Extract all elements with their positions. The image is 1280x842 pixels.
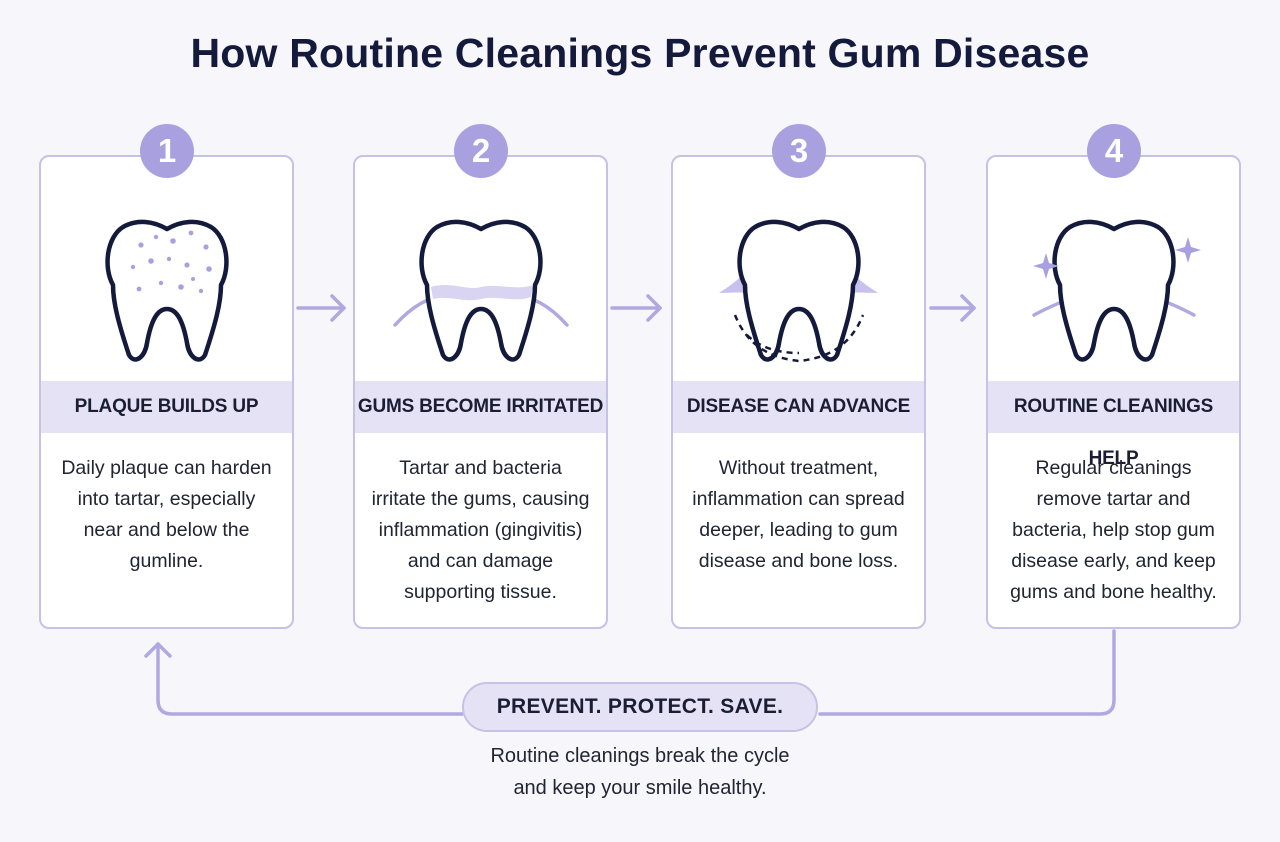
step-4-description: Regular cleanings remove tartar and bact…	[1010, 457, 1217, 603]
step-card-3: DISEASE CAN ADVANCE Without treatment, i…	[671, 155, 926, 629]
step-1-description: Daily plaque can harden into tartar, esp…	[61, 457, 272, 572]
step-1-badge: 1	[140, 124, 194, 178]
step-2-heading: GUMS BECOME IRRITATED	[355, 381, 606, 433]
sparkle-icon	[1175, 237, 1201, 263]
step-2-badge: 2	[454, 124, 508, 178]
step-3-description: Without treatment, inflammation can spre…	[692, 457, 905, 572]
step-card-4: ROUTINE CLEANINGS HELP Regular cleanings…	[986, 155, 1241, 629]
step-3-badge: 3	[772, 124, 826, 178]
arrow-right-icon	[296, 294, 346, 322]
step-card-1: PLAQUE BUILDS UP Daily plaque can harden…	[39, 155, 294, 629]
sparkle-icon	[1033, 253, 1059, 279]
step-1-heading: PLAQUE BUILDS UP	[41, 381, 292, 433]
step-card-2: GUMS BECOME IRRITATED Tartar and bacteri…	[353, 155, 608, 629]
step-3-heading: DISEASE CAN ADVANCE	[673, 381, 924, 433]
step-4-badge: 4	[1087, 124, 1141, 178]
tooth-with-plaque-icon	[105, 219, 229, 362]
cycle-caption-line-2: and keep your smile healthy.	[513, 777, 767, 799]
cycle-label: PREVENT. PROTECT. SAVE.	[462, 682, 818, 732]
tooth-healthy-sparkle-icon	[1032, 219, 1201, 362]
cycle-caption: Routine cleanings break the cycle and ke…	[400, 740, 880, 804]
arrow-right-icon	[929, 294, 976, 322]
tooth-receding-gums-icon	[719, 219, 878, 363]
cycle-caption-line-1: Routine cleanings break the cycle	[490, 745, 790, 767]
arrow-right-icon	[610, 294, 662, 322]
step-4-heading: ROUTINE CLEANINGS HELP	[988, 381, 1239, 469]
page-title: How Routine Cleanings Prevent Gum Diseas…	[190, 30, 1090, 76]
step-2-description: Tartar and bacteria irritate the gums, c…	[371, 457, 590, 603]
tooth-irritated-gums-icon	[393, 219, 569, 362]
